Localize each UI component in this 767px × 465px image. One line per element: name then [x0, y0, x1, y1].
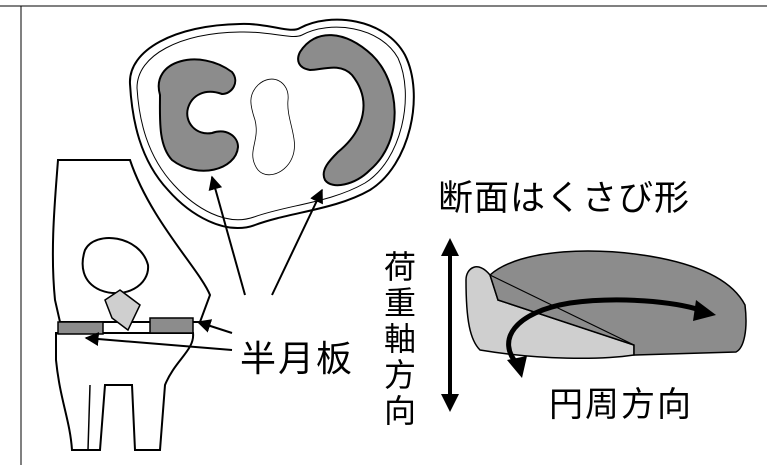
axial-arrow [441, 238, 459, 412]
menisci-label: 半月板 [240, 330, 354, 382]
circumferential-direction-label: 円周方向 [549, 377, 693, 426]
axial-arrowhead-bottom [441, 394, 459, 412]
intercondylar-eminence [251, 79, 295, 175]
arrow-to-front-meniscus-right [198, 322, 232, 333]
axial-arrowhead-top [441, 238, 459, 256]
circ-arrowhead-left [507, 356, 527, 378]
lateral-meniscus-front [150, 318, 193, 333]
axial-direction-label: 荷重軸方向 [378, 250, 418, 430]
tibia [56, 333, 193, 450]
cross-section-label: 断面はくさび形 [438, 170, 690, 221]
tibial-plateau-top-view [130, 20, 414, 228]
medial-meniscus-front [58, 322, 103, 334]
